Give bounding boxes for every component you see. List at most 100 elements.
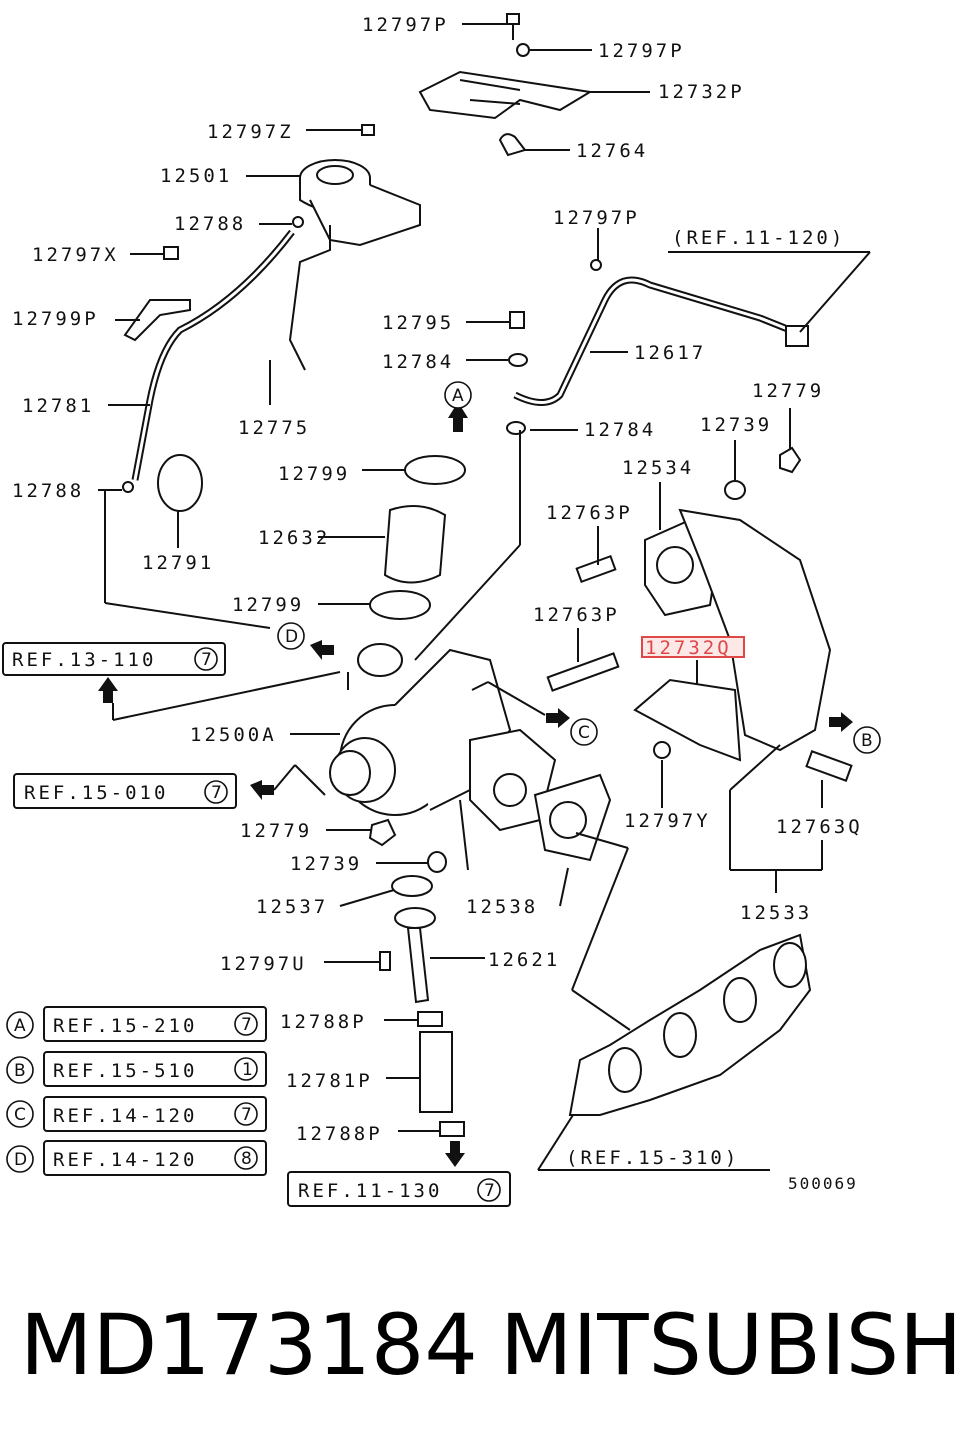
- hose-12781: [131, 229, 295, 481]
- washer-12784-bottom: [506, 421, 526, 435]
- label-12764: 12764: [576, 140, 648, 162]
- label-12534: 12534: [622, 457, 694, 479]
- label-12732P: 12732P: [658, 81, 745, 103]
- label-12799-upper: 12799: [278, 463, 350, 485]
- part-number: MD173184: [20, 1296, 478, 1394]
- label-12779-top: 12779: [752, 380, 824, 402]
- legend-ref-a: REF.15-210: [53, 1015, 197, 1037]
- clamp-12799-upper: [404, 455, 466, 485]
- label-12781P: 12781P: [286, 1070, 373, 1092]
- label-12732Q: 12732Q: [645, 637, 732, 659]
- washer-12739-lower: [427, 851, 447, 873]
- clamp-12799-lower: [369, 590, 431, 620]
- label-12763Q: 12763Q: [776, 816, 863, 838]
- clamp-12791: [157, 454, 203, 512]
- brand-name: MITSUBISHI: [500, 1296, 960, 1394]
- ref-15-010-num: 7: [211, 783, 222, 803]
- callout-d: D: [277, 622, 305, 650]
- label-12788P-lower: 12788P: [296, 1123, 383, 1145]
- label-12781: 12781: [22, 395, 94, 417]
- clamp-12788P-upper: [417, 1011, 443, 1027]
- legend-item-b[interactable]: B REF.15-510 1: [6, 1051, 267, 1087]
- svg-text:7: 7: [241, 1015, 252, 1035]
- bracket-12799P: [123, 299, 191, 342]
- leader-lines: [98, 23, 871, 1171]
- label-12500A: 12500A: [190, 724, 277, 746]
- label-12621: 12621: [488, 949, 560, 971]
- figure-id: 500069: [788, 1174, 858, 1193]
- clip-12788-top: [292, 216, 304, 228]
- bolt-12797U: [379, 951, 391, 971]
- label-12797P-top: 12797P: [362, 14, 449, 36]
- svg-text:C: C: [578, 723, 590, 743]
- ref-box-11-130[interactable]: REF.11-130 7: [287, 1171, 511, 1207]
- label-12797X: 12797X: [32, 244, 119, 266]
- clip-12764: [498, 133, 527, 157]
- oil-return-pipe-12621: [394, 907, 436, 1004]
- svg-text:D: D: [14, 1150, 27, 1170]
- svg-text:B: B: [861, 731, 873, 751]
- label-12784-top: 12784: [382, 351, 454, 373]
- label-12537: 12537: [256, 896, 328, 918]
- gasket-12537: [391, 875, 433, 897]
- label-12788-top: 12788: [174, 213, 246, 235]
- hose-12632: [383, 505, 447, 584]
- svg-text:7: 7: [241, 1105, 252, 1125]
- label-12538: 12538: [466, 896, 538, 918]
- label-12799-lower: 12799: [232, 594, 304, 616]
- arrow-ref-13-110: [98, 677, 118, 703]
- legend-item-a[interactable]: A REF.15-210 7: [6, 1006, 267, 1042]
- bolt-12797Y: [653, 741, 671, 759]
- heat-protector-12732Q: [633, 678, 742, 762]
- clip-12788-lower: [122, 481, 134, 493]
- arrow-d: [310, 640, 334, 660]
- label-12501: 12501: [160, 165, 232, 187]
- exhaust-elbow: [678, 508, 832, 752]
- ref-box-15-010[interactable]: REF.15-010 7: [13, 773, 237, 809]
- callout-a: A: [444, 381, 472, 409]
- ref-15-310: (REF.15-310): [566, 1147, 739, 1169]
- ref-13-110-num: 7: [201, 650, 212, 670]
- stud-12763P-long: [546, 652, 620, 692]
- hose-12781P: [419, 1031, 453, 1113]
- legend-item-c[interactable]: C REF.14-120 7: [6, 1096, 267, 1132]
- clamp-12788P-lower: [439, 1121, 465, 1137]
- ref-box-13-110[interactable]: REF.13-110 7: [2, 642, 226, 676]
- ref-11-130-num: 7: [484, 1181, 495, 1201]
- turbocharger-12500A: [329, 643, 557, 832]
- arrow-a: [448, 402, 468, 432]
- label-12533: 12533: [740, 902, 812, 924]
- label-12797Z: 12797Z: [207, 121, 294, 143]
- callout-b: B: [853, 726, 881, 754]
- arrow-c: [546, 708, 570, 728]
- label-12763P-short: 12763P: [546, 502, 633, 524]
- label-12797P-pipe: 12797P: [553, 207, 640, 229]
- label-12763P-long: 12763P: [533, 604, 620, 626]
- wastegate-actuator-12501: [288, 159, 421, 371]
- label-12775: 12775: [238, 417, 310, 439]
- bolt-12797X: [163, 246, 179, 260]
- washer-12739-top: [724, 480, 746, 500]
- highlight-box: [641, 636, 745, 658]
- label-12791: 12791: [142, 552, 214, 574]
- svg-text:D: D: [285, 627, 298, 647]
- legend-item-d[interactable]: D REF.14-120 8: [6, 1140, 267, 1176]
- nut-12779-top: [779, 446, 802, 474]
- svg-text:A: A: [14, 1016, 26, 1036]
- label-12788-lower: 12788: [12, 480, 84, 502]
- label-12797Y: 12797Y: [624, 810, 711, 832]
- label-12739-lower: 12739: [290, 853, 362, 875]
- bracket-12732P: [418, 70, 593, 120]
- union-bolt: [785, 325, 809, 347]
- ref-15-010-label: REF.15-010: [24, 782, 168, 804]
- footer: MD173184 MITSUBISHI: [0, 1290, 960, 1400]
- bolt-12797P-pipe: [590, 259, 602, 271]
- label-12788P-upper: 12788P: [280, 1011, 367, 1033]
- label-12799P: 12799P: [12, 308, 99, 330]
- bolt-12797P-top: [506, 13, 520, 40]
- legend: A REF.15-210 7 B REF.15-510 1 C REF.14-1…: [6, 1006, 267, 1176]
- label-12795: 12795: [382, 312, 454, 334]
- callout-c: C: [570, 718, 598, 746]
- bolt-12797Z: [361, 124, 375, 136]
- legend-ref-d: REF.14-120: [53, 1149, 197, 1171]
